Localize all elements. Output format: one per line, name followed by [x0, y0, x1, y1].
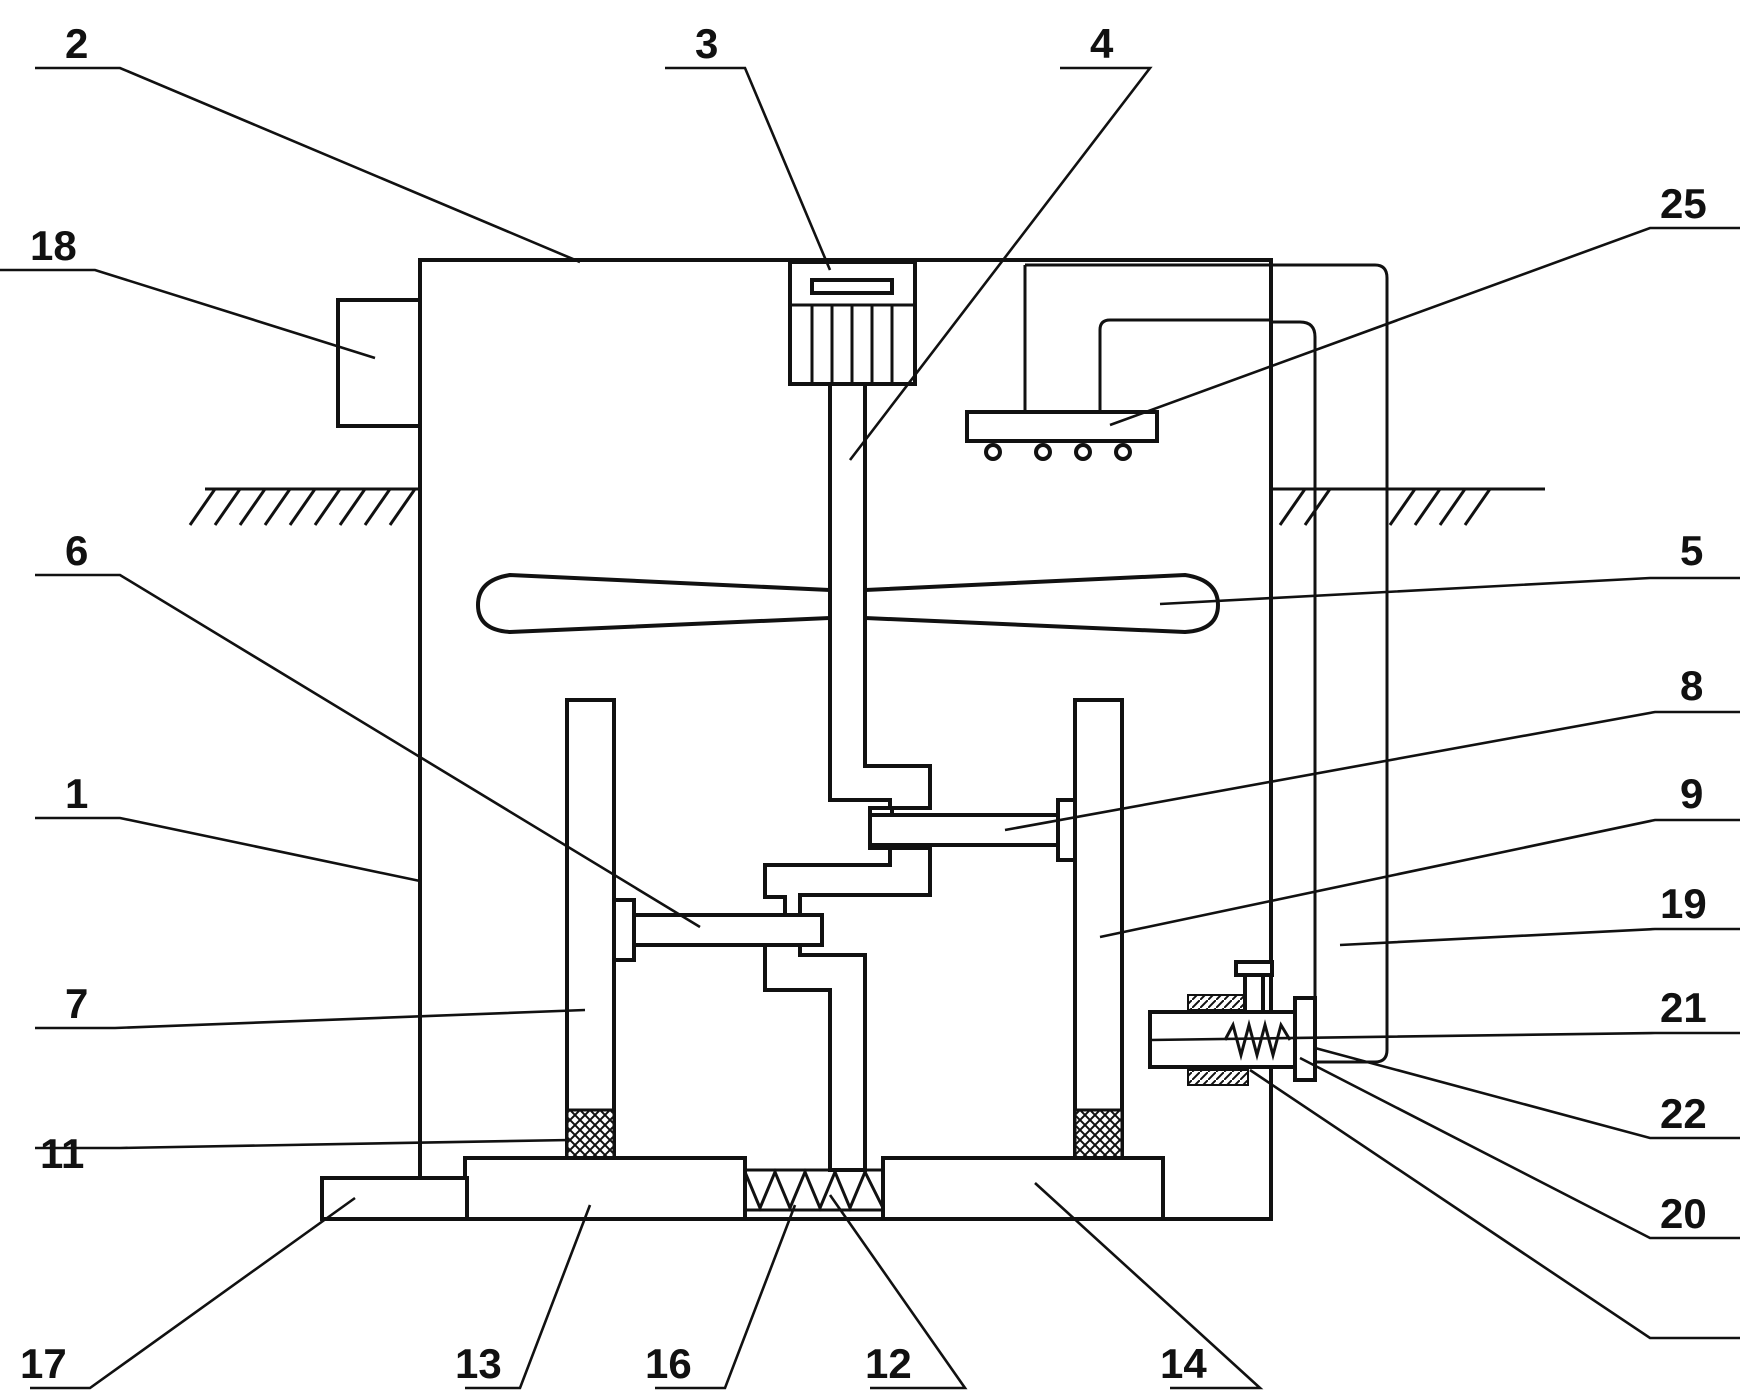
vertical-rod-left [565, 698, 616, 1167]
label-4: 4 [1090, 20, 1114, 67]
outlet-plate [320, 1176, 469, 1221]
label-11: 11 [40, 1130, 84, 1177]
label-22: 22 [1660, 1090, 1707, 1137]
bottom-plate-left [463, 1156, 747, 1221]
label-6: 6 [65, 527, 88, 574]
leader-lines [0, 66, 1740, 1390]
label-8: 8 [1680, 662, 1703, 709]
spring-bottom [743, 1168, 885, 1212]
label-3: 3 [695, 20, 718, 67]
vertical-rod-right [1073, 698, 1124, 1167]
label-5: 5 [1680, 527, 1703, 574]
spray-head [965, 318, 1271, 461]
bottom-plate-right [881, 1156, 1165, 1221]
side-box [336, 298, 422, 428]
label-25: 25 [1660, 180, 1707, 227]
label-2: 2 [65, 20, 88, 67]
label-7: 7 [65, 980, 88, 1027]
label-18: 18 [30, 222, 77, 269]
label-20: 20 [1660, 1190, 1707, 1237]
reference-numerals: 2 3 4 25 18 6 5 8 1 9 19 7 21 11 22 20 1… [20, 20, 1707, 1387]
label-16: 16 [645, 1340, 692, 1387]
right-pipe [1023, 263, 1389, 1064]
label-12: 12 [865, 1340, 912, 1387]
connecting-rod-left [612, 898, 824, 962]
label-19: 19 [1660, 880, 1707, 927]
label-14: 14 [1160, 1340, 1207, 1387]
label-13: 13 [455, 1340, 502, 1387]
label-17: 17 [20, 1340, 67, 1387]
stirring-blade [475, 572, 1221, 635]
label-21: 21 [1660, 984, 1707, 1031]
label-9: 9 [1680, 770, 1703, 817]
label-1: 1 [65, 770, 88, 817]
motor [788, 260, 917, 386]
